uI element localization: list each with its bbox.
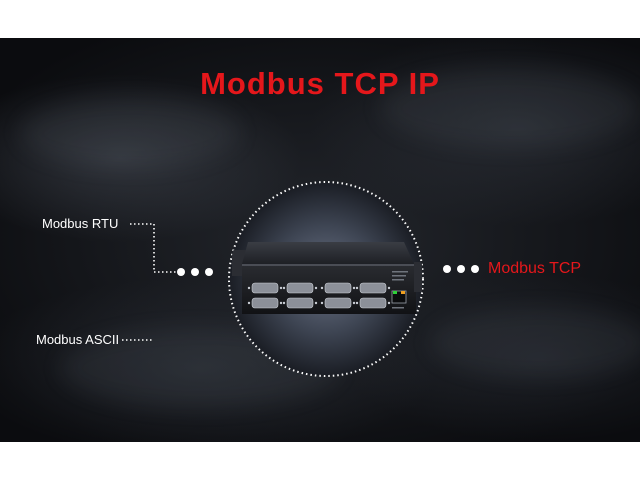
diagram-title: Modbus TCP IP bbox=[200, 66, 440, 101]
modbus-rtu-label: Modbus RTU bbox=[42, 216, 119, 231]
rtu-connector-line bbox=[130, 223, 176, 273]
serial-device-server-icon bbox=[232, 242, 422, 314]
db9-port-icon bbox=[251, 297, 387, 309]
modbus-tcp-label: Modbus TCP bbox=[488, 260, 582, 277]
cloud bbox=[430, 308, 640, 378]
cloud bbox=[20, 98, 240, 168]
rj45-port-icon bbox=[391, 290, 407, 304]
modbus-ascii-label: Modbus ASCII bbox=[36, 332, 120, 347]
right-dots bbox=[443, 265, 479, 273]
device-circle-dotted-border bbox=[228, 181, 424, 377]
db9-port-icon bbox=[251, 282, 387, 294]
left-dots bbox=[177, 268, 213, 276]
cloud bbox=[380, 68, 640, 148]
